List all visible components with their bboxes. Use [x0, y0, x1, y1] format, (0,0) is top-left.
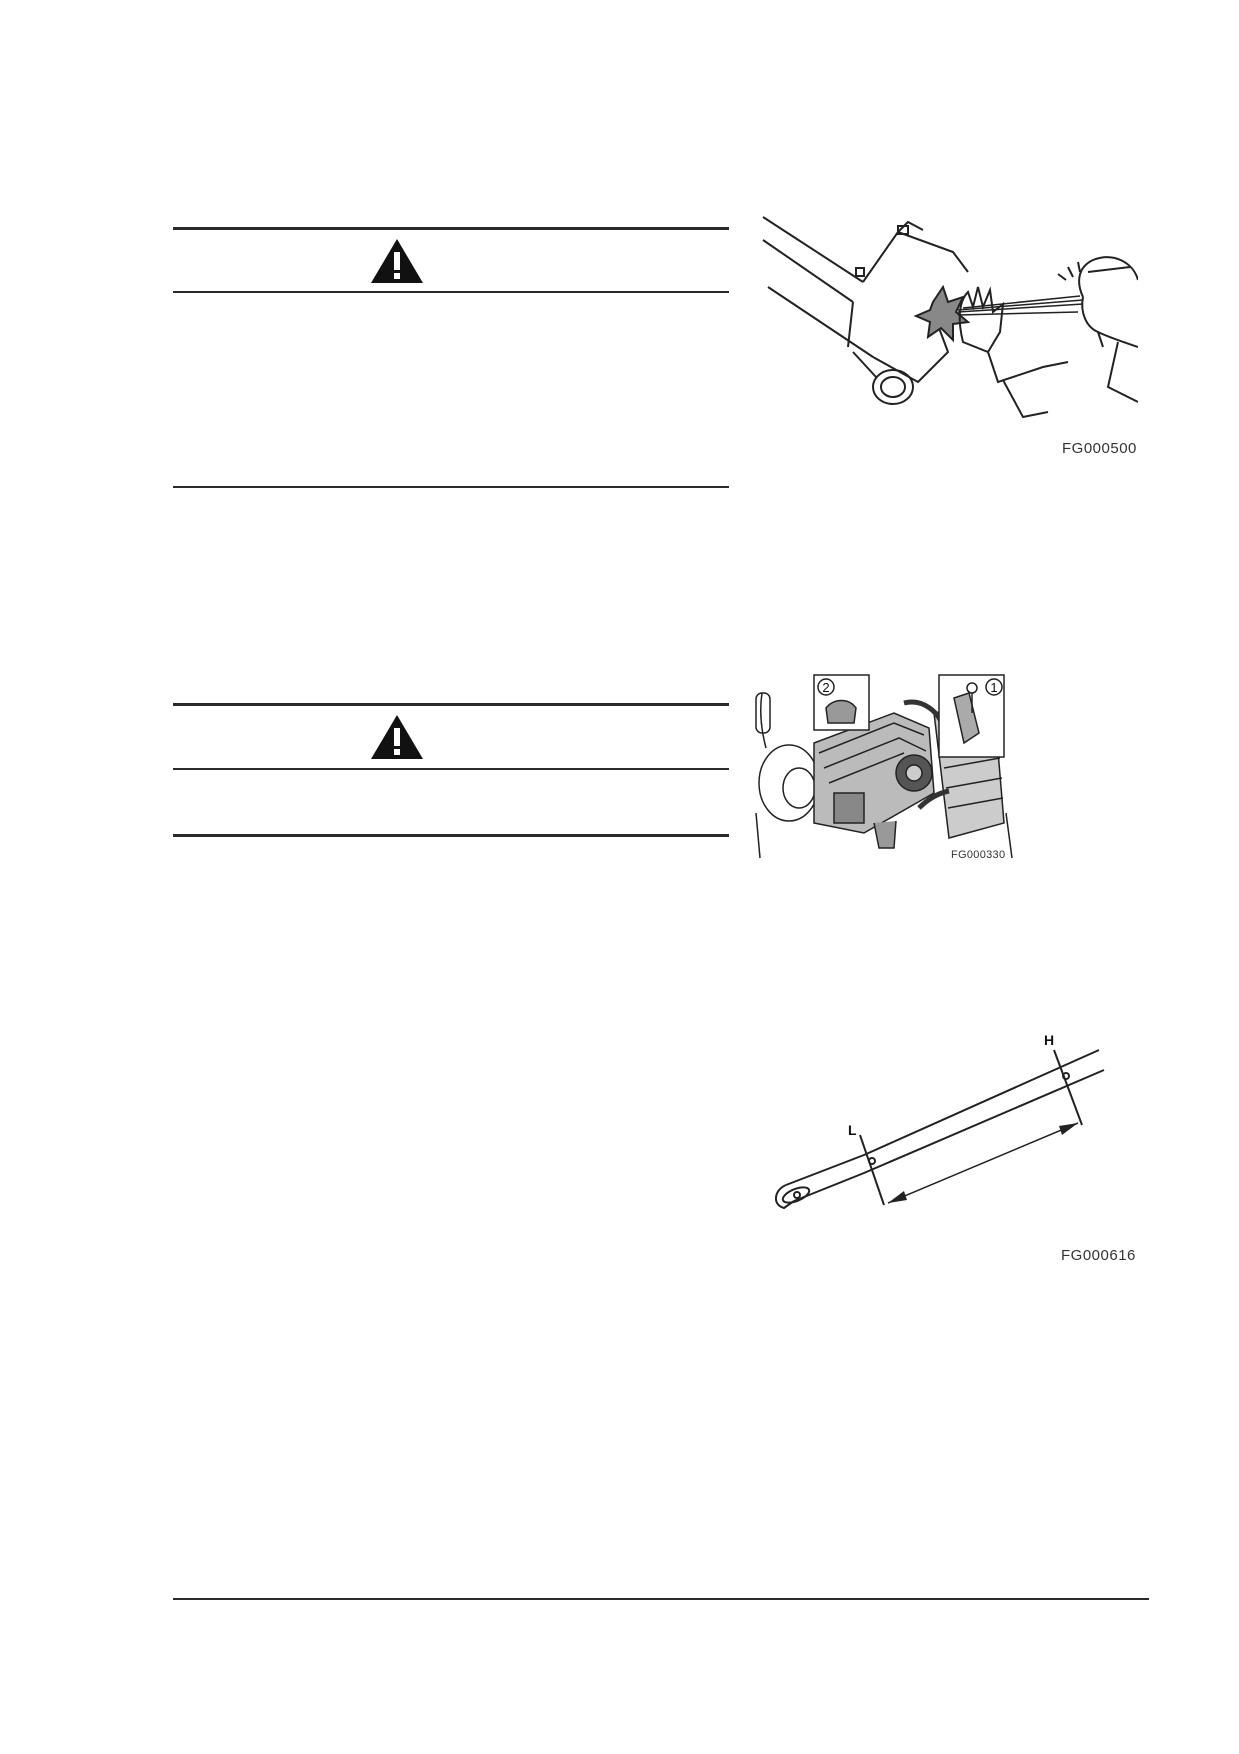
figure-dipstick-level: L H [764, 1015, 1124, 1215]
callout-1: 1 [990, 680, 997, 695]
warning-triangle-icon [369, 713, 425, 766]
figure-engine-compartment: 2 1 [754, 673, 1016, 863]
figure-2-code: FG000330 [951, 849, 1006, 861]
warning-2-bottom-rule [173, 834, 729, 837]
figure-boom-pin-eye-injury [758, 212, 1139, 427]
warning-2-header-rule [173, 768, 729, 770]
warning-1-top-rule [173, 227, 729, 230]
figure-1-code: FG000500 [1062, 440, 1137, 457]
warning-1-header-rule [173, 291, 729, 293]
warning-2-top-rule [173, 703, 729, 706]
footer-rule [173, 1598, 1149, 1600]
warning-triangle-icon [369, 237, 425, 290]
warning-1-bottom-rule [173, 486, 729, 488]
label-l: L [848, 1122, 857, 1138]
callout-2: 2 [822, 680, 829, 695]
figure-3-code: FG000616 [1061, 1247, 1136, 1264]
label-h: H [1044, 1032, 1054, 1048]
